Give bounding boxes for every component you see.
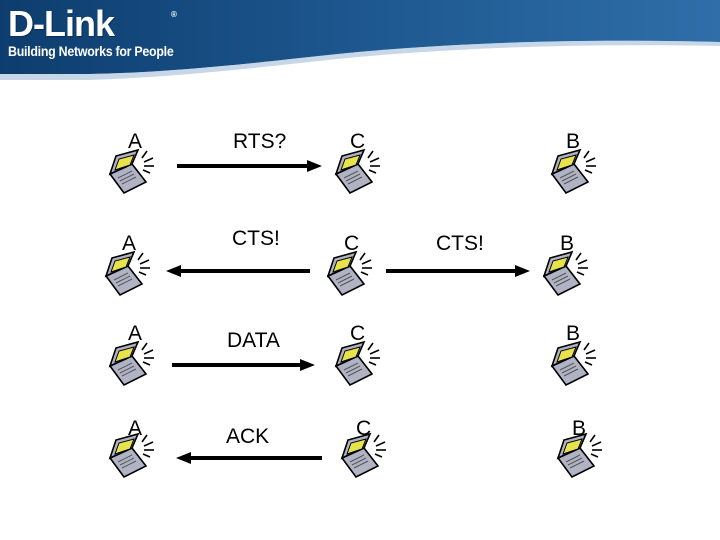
laptop-icon <box>102 250 160 300</box>
node-label-c: C <box>344 232 360 255</box>
laptop-icon <box>540 250 598 300</box>
laptop-icon <box>106 148 164 198</box>
laptop-icon <box>554 432 612 482</box>
laptop-icon <box>106 340 164 390</box>
message-label-data: DATA <box>227 329 280 352</box>
brand-tagline: Building Networks for People <box>8 44 174 59</box>
message-label-ack: ACK <box>226 425 270 448</box>
message-label-cts: CTS! <box>232 227 280 250</box>
node-label-a: A <box>128 130 143 153</box>
laptop-icon <box>332 340 390 390</box>
message-label-rts: RTS? <box>233 130 287 153</box>
node-label-b: B <box>572 417 587 440</box>
header-banner: D-Link ® Building Networks for People <box>0 0 720 90</box>
message-label-cts: CTS! <box>436 232 484 255</box>
laptop-icon <box>548 340 606 390</box>
laptop-icon <box>106 432 164 482</box>
node-label-b: B <box>566 130 581 153</box>
dlink-logo: D-Link ® Building Networks for People <box>8 3 188 66</box>
node-label-c: C <box>350 322 366 345</box>
registered-mark: ® <box>171 10 177 19</box>
brand-name: D-Link <box>8 3 115 44</box>
node-label-a: A <box>128 322 143 345</box>
node-label-b: B <box>560 232 575 255</box>
node-label-c: C <box>350 130 366 153</box>
laptop-icon <box>332 148 390 198</box>
node-label-b: B <box>566 322 581 345</box>
laptop-icon <box>548 148 606 198</box>
laptop-icon <box>324 250 382 300</box>
node-label-a: A <box>122 232 137 255</box>
laptop-icon <box>338 432 396 482</box>
banner-background <box>0 0 720 80</box>
